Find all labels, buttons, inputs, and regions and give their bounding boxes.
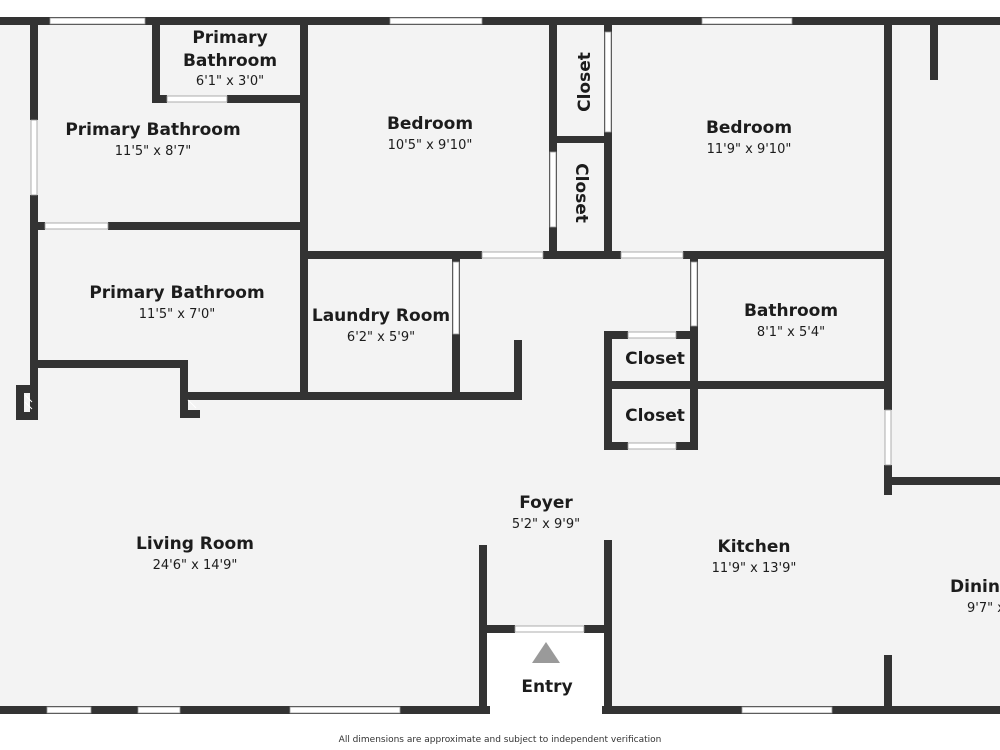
window bbox=[49, 17, 146, 25]
window bbox=[289, 706, 401, 714]
window bbox=[514, 625, 585, 633]
room-dimensions: 9'7" x bbox=[967, 601, 1000, 616]
room-name: Closet bbox=[571, 163, 591, 223]
wall-hatch bbox=[24, 394, 197, 410]
room-labels: Primary Bathroom 6'1" x 3'0" Primary Bat… bbox=[65, 28, 1000, 697]
window bbox=[604, 31, 612, 133]
room-dimensions: 6'1" x 3'0" bbox=[196, 74, 264, 89]
room-name: Foyer bbox=[519, 493, 573, 513]
window bbox=[166, 95, 228, 103]
room-name: Bathroom bbox=[744, 301, 838, 321]
room-dimensions: 11'9" x 13'9" bbox=[712, 561, 797, 576]
window bbox=[389, 17, 483, 25]
window bbox=[452, 261, 460, 335]
room-name: Closet bbox=[625, 406, 685, 426]
room-dimensions: 10'5" x 9'10" bbox=[388, 138, 473, 153]
window bbox=[627, 331, 677, 339]
entry-arrow-icon bbox=[532, 642, 560, 663]
window bbox=[549, 151, 557, 228]
room-name: Bedroom bbox=[706, 118, 792, 138]
window bbox=[627, 442, 677, 450]
window bbox=[690, 261, 698, 327]
window bbox=[481, 251, 544, 259]
room-dimensions: 6'2" x 5'9" bbox=[347, 330, 415, 345]
windows bbox=[30, 17, 892, 714]
room-dimensions: 5'2" x 9'9" bbox=[512, 517, 580, 532]
room-name: Living Room bbox=[136, 534, 254, 554]
room-name: Dining bbox=[950, 577, 1000, 597]
room-dimensions: 11'9" x 9'10" bbox=[707, 142, 792, 157]
room-name: Primary bbox=[192, 28, 267, 48]
walls bbox=[0, 17, 1000, 714]
room-dimensions: 11'5" x 7'0" bbox=[139, 307, 215, 322]
room-name: Closet bbox=[625, 349, 685, 369]
window bbox=[44, 222, 109, 230]
room-name: Primary Bathroom bbox=[89, 283, 264, 303]
room-name: Closet bbox=[575, 52, 595, 112]
room-name: Laundry Room bbox=[312, 306, 450, 326]
window bbox=[137, 706, 181, 714]
disclaimer-text: All dimensions are approximate and subje… bbox=[338, 735, 662, 745]
room-name: Kitchen bbox=[718, 537, 791, 557]
window bbox=[701, 17, 793, 25]
window bbox=[30, 119, 38, 196]
window bbox=[741, 706, 833, 714]
room-name: Entry bbox=[521, 677, 572, 697]
window bbox=[620, 251, 684, 259]
room-name: Bedroom bbox=[387, 114, 473, 134]
room-name: Bathroom bbox=[183, 51, 277, 71]
window bbox=[46, 706, 92, 714]
window bbox=[884, 409, 892, 466]
room-dimensions: 11'5" x 8'7" bbox=[115, 144, 191, 159]
room-dimensions: 24'6" x 14'9" bbox=[153, 558, 238, 573]
room-name: Primary Bathroom bbox=[65, 120, 240, 140]
room-dimensions: 8'1" x 5'4" bbox=[757, 325, 825, 340]
